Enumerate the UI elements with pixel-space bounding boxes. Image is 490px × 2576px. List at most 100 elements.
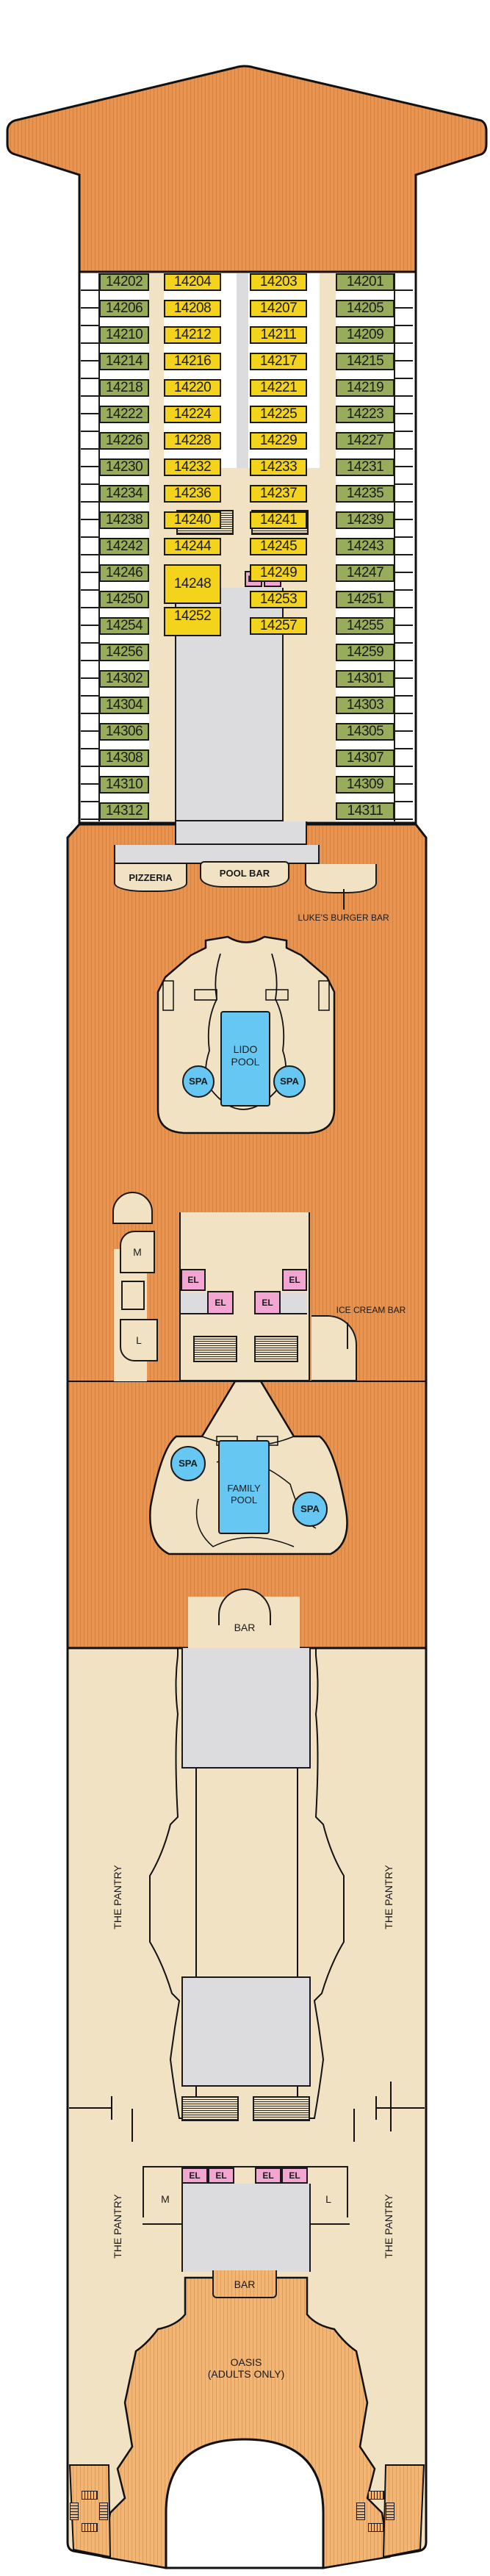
ladies-restroom-aft[interactable]: L (325, 2193, 331, 2205)
elevator-5[interactable]: EL (181, 1269, 206, 1291)
cabin-14259[interactable]: 14259 (336, 644, 394, 661)
cabin-14203[interactable]: 14203 (250, 273, 307, 291)
cabin-14207[interactable]: 14207 (250, 300, 307, 317)
cabin-14250[interactable]: 14250 (99, 591, 149, 608)
cabin-14305[interactable]: 14305 (336, 723, 394, 741)
cabin-14204[interactable]: 14204 (164, 273, 221, 291)
elevator-9[interactable]: EL (181, 2167, 208, 2184)
cabin-14254[interactable]: 14254 (99, 617, 149, 635)
cabin-14208[interactable]: 14208 (164, 300, 221, 317)
burger-bar[interactable] (305, 864, 377, 893)
cabin-14227[interactable]: 14227 (336, 432, 394, 450)
aft-service-3 (181, 2184, 311, 2272)
elevator-11[interactable]: EL (255, 2167, 281, 2184)
stairs-mid-port[interactable] (193, 1336, 237, 1362)
cabin-14306[interactable]: 14306 (99, 723, 149, 741)
cabin-14308[interactable]: 14308 (99, 749, 149, 767)
oasis-bar[interactable] (212, 2270, 277, 2298)
ladies-restroom[interactable]: L (120, 1319, 158, 1361)
cabin-14210[interactable]: 14210 (99, 326, 149, 344)
elevator-8[interactable]: EL (254, 1291, 281, 1314)
cabin-14244[interactable]: 14244 (164, 538, 221, 555)
cabin-14212[interactable]: 14212 (164, 326, 221, 344)
cabin-14255[interactable]: 14255 (336, 617, 394, 635)
family-pool[interactable] (218, 1440, 270, 1534)
cabin-14234[interactable]: 14234 (99, 485, 149, 503)
cabin-14221[interactable]: 14221 (250, 379, 307, 397)
cabin-14201[interactable]: 14201 (336, 273, 394, 291)
cabin-14240[interactable]: 14240 (164, 511, 221, 529)
cabin-14239[interactable]: 14239 (336, 511, 394, 529)
spa-family-port[interactable]: SPA (170, 1446, 206, 1481)
cabin-14220[interactable]: 14220 (164, 379, 221, 397)
cabin-14209[interactable]: 14209 (336, 326, 394, 344)
cabin-14312[interactable]: 14312 (99, 802, 149, 820)
cabin-14249[interactable]: 14249 (250, 564, 307, 582)
spa-family-starboard[interactable]: SPA (292, 1492, 328, 1527)
pool-bar[interactable] (200, 861, 289, 888)
cabin-14215[interactable]: 14215 (336, 353, 394, 370)
cabin-14206[interactable]: 14206 (99, 300, 149, 317)
cabin-14233[interactable]: 14233 (250, 458, 307, 476)
lido-pool[interactable] (220, 1011, 270, 1107)
cabin-14303[interactable]: 14303 (336, 697, 394, 714)
cabin-14236[interactable]: 14236 (164, 485, 221, 503)
cabin-14248[interactable]: 14248 (164, 564, 221, 604)
cabin-14245[interactable]: 14245 (250, 538, 307, 555)
cabin-14229[interactable]: 14229 (250, 432, 307, 450)
cabin-14242[interactable]: 14242 (99, 538, 149, 555)
mens-restroom-aft[interactable]: M (161, 2193, 170, 2205)
elevator-12[interactable]: EL (281, 2167, 308, 2184)
cabin-14257[interactable]: 14257 (250, 617, 307, 635)
cabin-14223[interactable]: 14223 (336, 406, 394, 423)
cabin-14309[interactable]: 14309 (336, 776, 394, 794)
cabin-14243[interactable]: 14243 (336, 538, 394, 555)
cabin-14217[interactable]: 14217 (250, 353, 307, 370)
cabin-14231[interactable]: 14231 (336, 458, 394, 476)
cabin-14211[interactable]: 14211 (250, 326, 307, 344)
stairs-aft-port[interactable] (181, 2096, 239, 2121)
cabin-14311[interactable]: 14311 (336, 802, 394, 820)
cabin-14310[interactable]: 14310 (99, 776, 149, 794)
cabin-14235[interactable]: 14235 (336, 485, 394, 503)
stairs-aft-starboard[interactable] (253, 2096, 310, 2121)
cabin-14205[interactable]: 14205 (336, 300, 394, 317)
cabin-14232[interactable]: 14232 (164, 458, 221, 476)
cabin-14224[interactable]: 14224 (164, 406, 221, 423)
restroom-closet (121, 1281, 145, 1310)
cabin-14202[interactable]: 14202 (99, 273, 149, 291)
cabin-14230[interactable]: 14230 (99, 458, 149, 476)
cabin-14228[interactable]: 14228 (164, 432, 221, 450)
elevator-7[interactable]: EL (207, 1291, 234, 1314)
pantry-label-stbd-fwd: THE PANTRY (383, 1865, 394, 1929)
cabin-14226[interactable]: 14226 (99, 432, 149, 450)
cabin-14304[interactable]: 14304 (99, 697, 149, 714)
cabin-14253[interactable]: 14253 (250, 591, 307, 608)
spa-lido-starboard[interactable]: SPA (273, 1065, 306, 1098)
cabin-14225[interactable]: 14225 (250, 406, 307, 423)
elevator-10[interactable]: EL (208, 2167, 234, 2184)
cabin-14256[interactable]: 14256 (99, 644, 149, 661)
cabin-14222[interactable]: 14222 (99, 406, 149, 423)
cabin-14246[interactable]: 14246 (99, 564, 149, 582)
cabin-14301[interactable]: 14301 (336, 670, 394, 688)
cabin-14307[interactable]: 14307 (336, 749, 394, 767)
elevator-6[interactable]: EL (282, 1269, 307, 1291)
cabin-14252[interactable]: 14252 (164, 607, 221, 636)
ice-cream-bar[interactable] (311, 1315, 357, 1381)
cabin-14247[interactable]: 14247 (336, 564, 394, 582)
cabin-14251[interactable]: 14251 (336, 591, 394, 608)
cabin-14214[interactable]: 14214 (99, 353, 149, 370)
pizzeria[interactable] (114, 864, 187, 892)
mens-restroom[interactable]: M (120, 1231, 155, 1273)
cabin-14302[interactable]: 14302 (99, 670, 149, 688)
cabin-14237[interactable]: 14237 (250, 485, 307, 503)
spa-lido-port[interactable]: SPA (182, 1065, 215, 1098)
cabin-14219[interactable]: 14219 (336, 379, 394, 397)
cabin-14216[interactable]: 14216 (164, 353, 221, 370)
cabin-14241[interactable]: 14241 (250, 511, 307, 529)
cabin-14218[interactable]: 14218 (99, 379, 149, 397)
stairs-mid-starboard[interactable] (254, 1336, 298, 1362)
cabin-14238[interactable]: 14238 (99, 511, 149, 529)
aft-restroom-floor-port (143, 2223, 183, 2225)
